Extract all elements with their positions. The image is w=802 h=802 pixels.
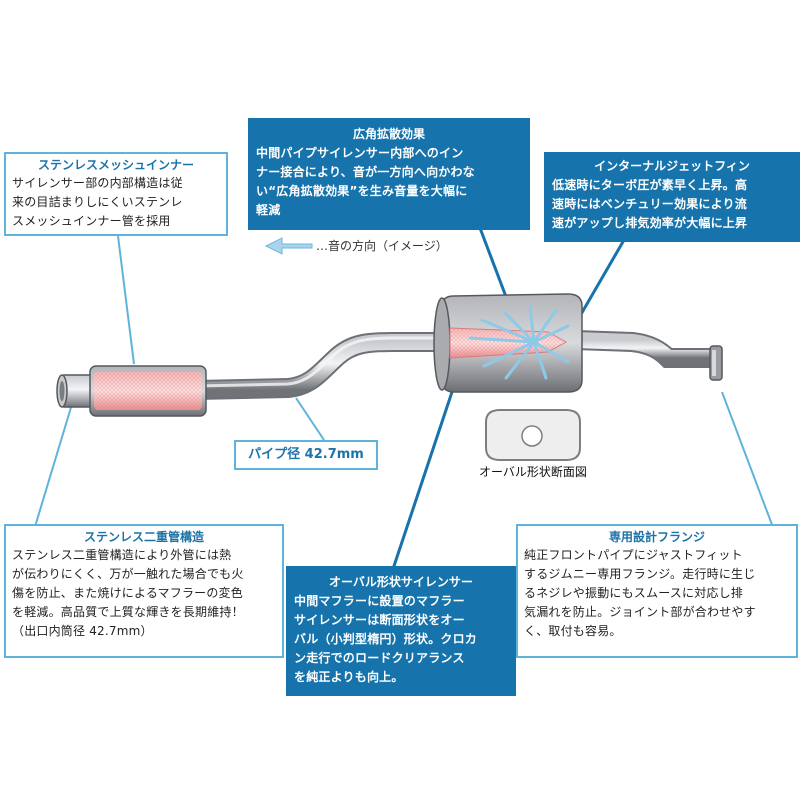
callout-internal-jet: インターナルジェットフィン 低速時にターボ圧が素早く上昇。高 速時にはベンチュリ… (544, 152, 800, 242)
callout-double-pipe: ステンレス二重管構造 ステンレス二重管構造により外管には熱 が伝わりにくく、万が… (4, 524, 284, 658)
callout-title: ステンレス二重管構造 (83, 530, 204, 544)
callout-body: 低速時にターボ圧が素早く上昇。高 速時にはベンチュリー効果により流 速がアップし… (552, 178, 748, 230)
callout-body: 中間マフラーに設置のマフラー サイレンサーは断面形状をオー バル（小判型楕円）形… (294, 594, 478, 684)
callout-flange: 専用設計フランジ 純正フロントパイプにジャストフィット するジムニー専用フランジ… (516, 524, 798, 658)
callout-body: ステンレス二重管構造により外管には熱 が伝わりにくく、万が一触れた場合でも火 傷… (12, 548, 244, 638)
tail-silencer (56, 365, 207, 417)
callout-title: ステンレスメッシュインナー (37, 158, 194, 172)
flange (709, 345, 723, 381)
leader-internal-jet (578, 239, 626, 317)
oval-section-caption: オーバル形状断面図 (479, 465, 587, 479)
sound-direction-arrow (264, 237, 313, 255)
callout-body: 中間パイプサイレンサー内部へのイン ナー接合により、音が一方向へ向かわな い“広… (256, 146, 475, 217)
callout-body: サイレンサー部の内部構造は従 来の目詰まりしにくいステンレ スメッシュインナー管… (12, 176, 183, 228)
callout-stainless-mesh: ステンレスメッシュインナー サイレンサー部の内部構造は従 来の目詰まりしにくいス… (4, 152, 228, 236)
oval-silencer (433, 293, 583, 393)
dark-leader-lines (390, 227, 626, 573)
diffusion-arrows (468, 304, 570, 380)
callout-oval-silencer: オーバル形状サイレンサー 中間マフラーに設置のマフラー サイレンサーは断面形状を… (286, 566, 516, 696)
leader-mesh (117, 235, 135, 365)
callout-title: オーバル形状サイレンサー (329, 575, 473, 589)
oval-cross-section (485, 409, 581, 461)
callout-title: 広角拡散効果 (352, 127, 425, 141)
leader-lines (33, 235, 775, 531)
callout-wide-angle: 広角拡散効果 中間パイプサイレンサー内部へのイン ナー接合により、音が一方向へ向… (248, 118, 530, 230)
leader-oval-silencer (390, 391, 454, 573)
leader-pipe-diameter (295, 397, 325, 441)
sound-direction-label: …音の方向（イメージ） (316, 239, 448, 253)
exhaust-pipe (186, 330, 714, 400)
callout-title: 専用設計フランジ (608, 530, 705, 544)
leader-double-pipe (33, 403, 73, 531)
callout-body: 純正フロントパイプにジャストフィット するジムニー専用フランジ。走行時に生じ る… (524, 548, 756, 638)
leader-flange (721, 391, 775, 531)
pipe-diameter-label: パイプ径 42.7mm (234, 440, 378, 470)
callout-title: インターナルジェットフィン (594, 159, 750, 173)
leader-wide-angle (478, 227, 510, 303)
